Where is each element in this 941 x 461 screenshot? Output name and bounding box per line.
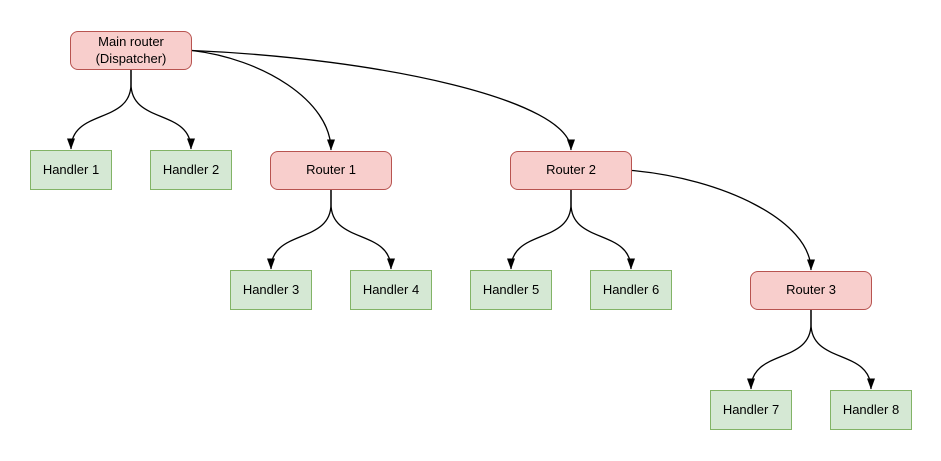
node-label: Router 3 <box>786 282 836 298</box>
node-label: Handler 7 <box>722 401 780 417</box>
edge-main-to-r1 <box>191 49 335 151</box>
edge-r3-to-h7 <box>747 310 812 390</box>
node-label: Handler 6 <box>602 281 660 297</box>
node-router-3: Router 3 <box>750 271 872 310</box>
node-handler-8: Handler 8 <box>830 390 912 430</box>
node-label: Handler 5 <box>482 281 540 297</box>
node-label: Main router (Dispatcher) <box>95 34 167 66</box>
node-handler-6: Handler 6 <box>590 270 672 310</box>
node-label: Handler 2 <box>162 161 220 177</box>
node-label: Handler 8 <box>842 401 900 417</box>
node-handler-3: Handler 3 <box>230 270 312 310</box>
edge-main-to-h2 <box>130 70 195 150</box>
node-label: Handler 3 <box>242 281 300 297</box>
edge-r2-to-h5 <box>507 190 572 270</box>
node-handler-5: Handler 5 <box>470 270 552 310</box>
node-label: Handler 4 <box>362 281 420 297</box>
node-router-2: Router 2 <box>510 151 632 190</box>
node-label: Router 2 <box>546 162 596 178</box>
node-label: Router 1 <box>306 162 356 178</box>
node-handler-2: Handler 2 <box>150 150 232 190</box>
node-router-1: Router 1 <box>270 151 392 190</box>
edge-r3-to-h8 <box>810 310 875 390</box>
edge-r2-to-r3 <box>631 169 815 271</box>
node-label: Handler 1 <box>42 161 100 177</box>
node-handler-4: Handler 4 <box>350 270 432 310</box>
edge-r1-to-h3 <box>267 190 332 270</box>
edge-main-to-h1 <box>67 70 132 150</box>
edge-r2-to-h6 <box>570 190 635 270</box>
node-handler-7: Handler 7 <box>710 390 792 430</box>
edge-main-to-r2 <box>191 49 575 151</box>
node-main-router-dispatcher: Main router (Dispatcher) <box>70 31 192 70</box>
edge-r1-to-h4 <box>330 190 395 270</box>
node-handler-1: Handler 1 <box>30 150 112 190</box>
